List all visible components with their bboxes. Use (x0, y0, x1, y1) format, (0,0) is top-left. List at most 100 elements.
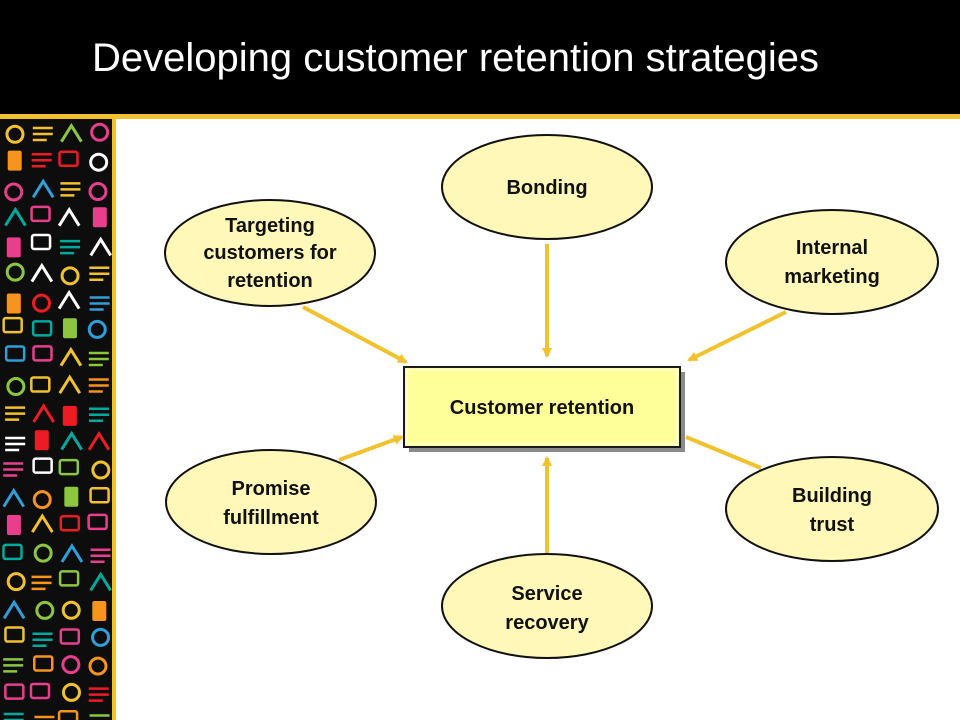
pattern-icon (61, 655, 81, 675)
pattern-icon (59, 628, 81, 645)
pattern-icon (32, 632, 53, 647)
pattern-icon (32, 345, 53, 362)
pattern-icon (58, 458, 80, 476)
node-bonding-label: Bonding (506, 177, 587, 199)
pattern-icon (32, 490, 52, 510)
pattern-icon (6, 293, 21, 314)
pattern-icon (57, 206, 81, 227)
pattern-icon (90, 548, 111, 564)
pattern-icon (61, 600, 81, 620)
pattern-icon (60, 182, 81, 197)
pattern-icon (60, 239, 81, 255)
pattern-icon (2, 316, 23, 334)
pattern-icon (5, 124, 25, 144)
pattern-icon (31, 575, 52, 591)
pattern-icon (3, 462, 24, 477)
pattern-icon (6, 377, 26, 397)
pattern-icon (62, 318, 77, 339)
connector-trust (685, 435, 762, 470)
pattern-icon (33, 655, 54, 672)
node-targeting-line-2: customers for (203, 242, 337, 264)
pattern-icon (5, 406, 26, 421)
pattern-icon (2, 487, 26, 508)
pattern-icon (88, 182, 108, 202)
pattern-icon (31, 320, 53, 337)
pattern-icon (34, 430, 49, 451)
pattern-icon (89, 152, 109, 172)
pattern-icon (88, 687, 109, 702)
pattern-icon (91, 627, 111, 647)
pattern-icon (92, 600, 107, 621)
side-divider (112, 119, 116, 720)
pattern-icon (34, 715, 55, 719)
pattern-icon (30, 376, 51, 393)
pattern-icon (4, 206, 27, 227)
node-bonding: Bonding (441, 134, 653, 240)
pattern-icon (87, 513, 108, 531)
connectors (302, 244, 787, 553)
pattern-icon (6, 572, 26, 592)
pattern-icon (88, 656, 108, 676)
pattern-icon (60, 122, 83, 143)
arrow-internal (687, 310, 787, 362)
node-internal-line-1: Internal (796, 237, 868, 259)
title-bar: Developing customer retention strategies (0, 0, 960, 116)
pattern-icon (58, 150, 79, 168)
node-internal-line-2: marketing (784, 266, 880, 288)
pattern-icon (89, 266, 110, 282)
pattern-icon (32, 403, 55, 423)
pattern-icon (88, 407, 109, 423)
node-targeting-line-3: retention (227, 270, 313, 292)
node-trust-line-2: trust (810, 514, 855, 536)
node-promise-line-2: fulfillment (223, 507, 319, 529)
title-divider (0, 114, 960, 119)
pattern-icon (30, 233, 52, 251)
pattern-icon (61, 682, 81, 702)
pattern-icon (64, 486, 79, 507)
pattern-icon (88, 378, 109, 393)
pattern-icon (4, 345, 26, 362)
center-label: Customer retention (450, 397, 634, 419)
pattern-icon (91, 460, 111, 480)
pattern-icon (29, 682, 51, 700)
pattern-icon (89, 571, 112, 592)
pattern-icon (57, 709, 79, 720)
node-internal: Internal marketing (725, 209, 939, 315)
node-service-line-1: Service (511, 583, 582, 605)
node-service: Service recovery (441, 553, 653, 659)
pattern-icon (60, 266, 80, 286)
pattern-icon (89, 296, 110, 311)
slide-title: Developing customer retention strategies (92, 36, 820, 80)
node-promise-line-1: Promise (232, 478, 311, 500)
pattern-icon (32, 293, 52, 313)
arrow-targeting (302, 305, 408, 364)
node-service-line-2: recovery (505, 612, 589, 634)
pattern-icon (6, 515, 21, 536)
pattern-icon (31, 152, 52, 168)
center-box: Customer retention (403, 366, 685, 452)
pattern-icon (90, 122, 110, 142)
pattern-icon (87, 430, 111, 451)
pattern-icon (31, 513, 54, 533)
retention-diagram: Customer retention Bonding Targeting cus… (164, 134, 939, 659)
pattern-icon (2, 543, 23, 561)
pattern-icon (6, 237, 21, 258)
pattern-icon (89, 487, 110, 504)
pattern-icon (59, 346, 83, 367)
pattern-icon (60, 430, 83, 451)
pattern-icon (30, 262, 54, 283)
node-promise: Promise fulfillment (165, 449, 377, 555)
icon-pattern-graphic (0, 119, 112, 720)
pattern-icon (87, 319, 107, 339)
pattern-icon (7, 150, 22, 171)
pattern-icon (4, 626, 25, 643)
pattern-icon (62, 405, 77, 426)
pattern-icon (3, 712, 24, 720)
node-targeting: Targeting customers for retention (164, 199, 376, 307)
pattern-icon (3, 658, 24, 673)
pattern-icon (33, 543, 53, 563)
pattern-icon (58, 570, 80, 587)
pattern-icon (89, 236, 112, 257)
pattern-icon (59, 514, 81, 532)
pattern-icon (30, 205, 51, 223)
